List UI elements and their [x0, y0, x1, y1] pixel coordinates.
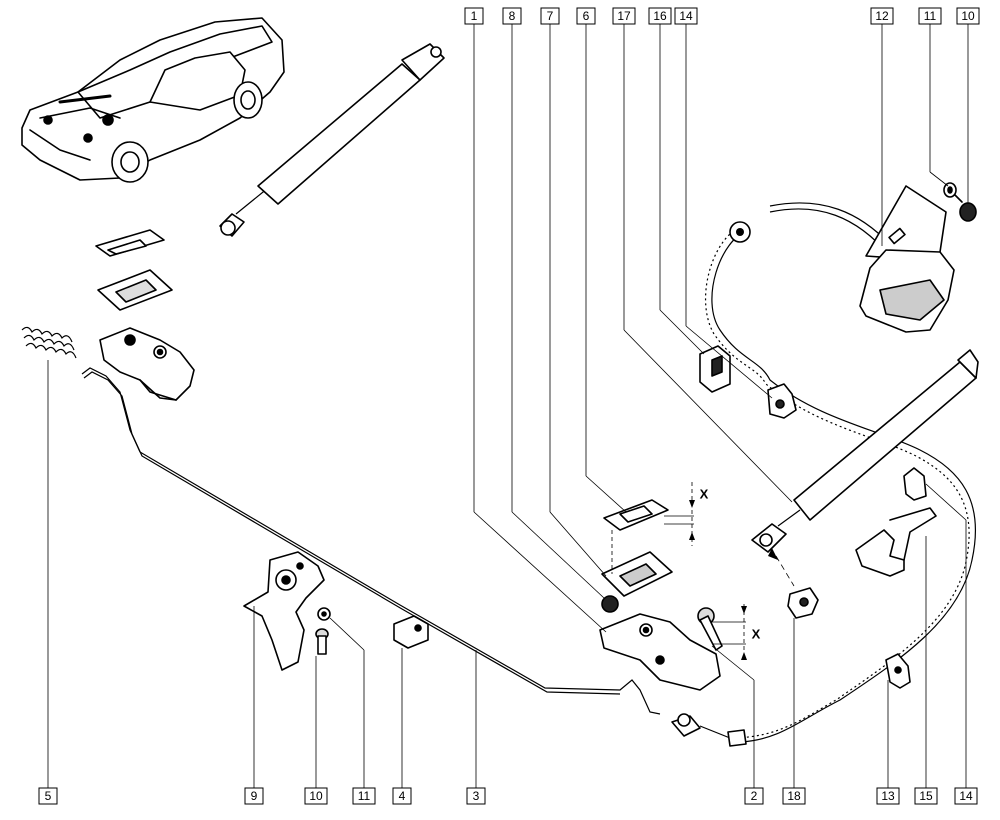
label-text: 1 — [471, 9, 478, 23]
label-6-top: 6 — [576, 7, 596, 25]
label-8-top: 8 — [502, 7, 522, 25]
bracket-15 — [855, 507, 937, 577]
label-text: 17 — [617, 9, 631, 23]
dimension-x-upper-label: X — [700, 487, 709, 502]
dimension-x-lower: X — [712, 604, 761, 660]
label-text: 11 — [358, 789, 371, 803]
car-illustration — [21, 17, 285, 183]
label-7-top: 7 — [540, 7, 560, 25]
bolt-2 — [697, 607, 723, 651]
adjust-plate-7 — [601, 551, 673, 597]
adjust-plate-upper — [97, 269, 173, 311]
label-1-top: 1 — [464, 7, 484, 25]
label-13-bottom: 13 — [876, 787, 900, 805]
label-11-top: 11 — [918, 7, 942, 25]
gas-strut-left — [219, 43, 445, 237]
dimension-x-lower-label: X — [752, 627, 761, 642]
label-5-bottom: 5 — [38, 787, 58, 805]
label-12-top: 12 — [870, 7, 894, 25]
label-text: 13 — [881, 789, 895, 803]
label-10-top: 10 — [956, 7, 980, 25]
label-text: 14 — [679, 9, 693, 23]
spring-5 — [21, 326, 77, 359]
clip-16 — [699, 345, 731, 393]
label-text: 5 — [45, 789, 52, 803]
label-text: 3 — [473, 789, 480, 803]
label-text: 10 — [961, 9, 975, 23]
label-4-bottom: 4 — [392, 787, 412, 805]
label-text: 6 — [583, 9, 590, 23]
label-3-bottom: 3 — [466, 787, 486, 805]
release-rod-3 — [81, 367, 661, 715]
nut-10-top — [954, 194, 977, 222]
screw-10-bottom — [315, 628, 329, 655]
grommet-14 — [767, 383, 797, 419]
release-handle-12 — [859, 185, 955, 333]
shim-plate-6 — [603, 499, 669, 531]
label-text: 15 — [919, 789, 933, 803]
hood-lock-left — [99, 327, 195, 401]
washer-11-bottom — [317, 607, 331, 621]
label-text: 2 — [751, 789, 758, 803]
label-10-bottom: 10 — [304, 787, 328, 805]
leader-lines — [47, 24, 969, 790]
clip-13 — [885, 653, 911, 689]
label-18-bottom: 18 — [782, 787, 806, 805]
label-9-bottom: 9 — [244, 787, 264, 805]
clip-4 — [393, 615, 429, 649]
release-cable — [671, 202, 976, 747]
label-text: 14 — [959, 789, 973, 803]
nut-8 — [601, 595, 619, 613]
hood-lock-1 — [599, 613, 721, 691]
label-14-bottom: 14 — [954, 787, 978, 805]
label-text: 16 — [653, 9, 667, 23]
clip-14-right — [903, 467, 927, 501]
label-15-bottom: 15 — [914, 787, 938, 805]
label-text: 7 — [547, 9, 554, 23]
label-text: 11 — [924, 9, 937, 23]
label-17-top: 17 — [612, 7, 636, 25]
label-2-bottom: 2 — [744, 787, 764, 805]
label-11-bottom: 11 — [352, 787, 376, 805]
label-text: 9 — [251, 789, 258, 803]
shim-plate-upper — [95, 229, 165, 257]
washer-11-top — [943, 182, 957, 198]
label-text: 8 — [509, 9, 516, 23]
plug-18 — [787, 587, 819, 619]
secondary-latch-9 — [243, 551, 325, 671]
gas-strut-right — [751, 349, 979, 553]
label-text: 10 — [309, 789, 323, 803]
dimension-x-upper: X — [664, 482, 709, 546]
label-14-top: 14 — [674, 7, 698, 25]
label-text: 12 — [875, 9, 889, 23]
label-text: 4 — [399, 789, 406, 803]
label-text: 18 — [787, 789, 801, 803]
label-16-top: 16 — [648, 7, 672, 25]
